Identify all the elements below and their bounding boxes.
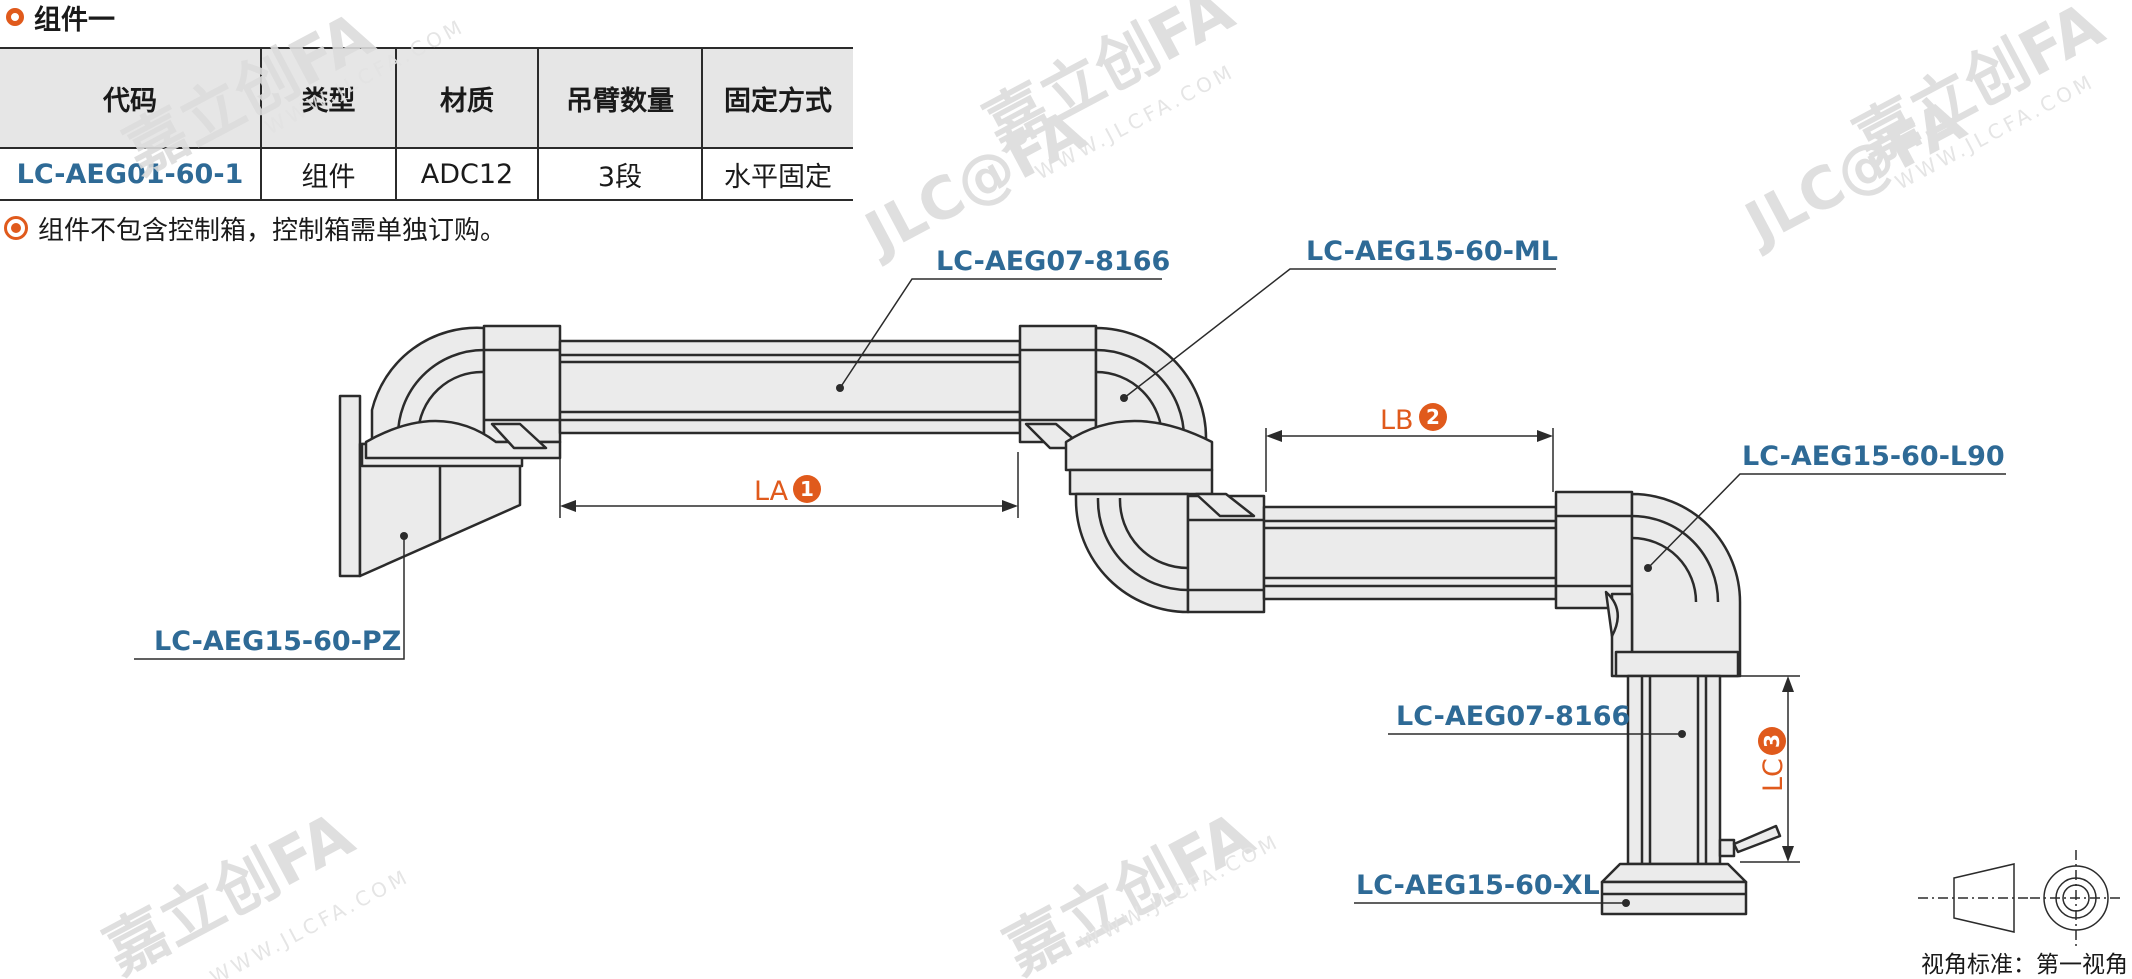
first-angle-projection-icon xyxy=(1918,850,2124,946)
callout-label-middle-elbow: LC-AEG15-60-ML xyxy=(1306,236,1558,267)
dimension-la-label: LA xyxy=(754,476,789,507)
vertical-tube xyxy=(1626,674,1722,866)
upper-arm-tube xyxy=(558,339,1022,435)
leader-line xyxy=(1123,268,1556,399)
dimension-lb-badge-number: 2 xyxy=(1426,405,1440,429)
callout-label-l90-elbow: LC-AEG15-60-L90 xyxy=(1742,441,2005,472)
dimension-lc-label: LC xyxy=(1758,758,1789,792)
cell-type: 组件 xyxy=(260,148,396,201)
cell-mounting: 水平固定 xyxy=(701,148,853,201)
watermark-brand: 嘉立创FA xyxy=(993,797,1265,979)
dimension-lb-label: LB xyxy=(1380,405,1414,436)
watermark-brand: 嘉立创FA xyxy=(93,797,365,979)
leader-dot xyxy=(1644,564,1652,572)
leader-line xyxy=(839,278,1162,389)
leader-dot xyxy=(1678,730,1686,738)
dimension-la-badge xyxy=(793,475,821,503)
dimension-lb: LB 2 xyxy=(1265,403,1554,492)
spec-table-header-row: 代码 类型 材质 吊臂数量 固定方式 xyxy=(0,47,853,149)
middle-elbow-joint xyxy=(1018,324,1214,496)
lock-lever xyxy=(1718,824,1782,858)
dimension-lc-badge-number: 3 xyxy=(1760,734,1784,748)
leader-dot xyxy=(1622,899,1630,907)
cell-code: LC-AEG01-60-1 xyxy=(0,148,261,201)
col-header-type: 类型 xyxy=(260,47,396,149)
dimension-lb-badge xyxy=(1419,403,1447,431)
cell-arm-count: 3段 xyxy=(537,148,702,201)
l90-elbow-joint xyxy=(1554,490,1742,678)
leader-dot xyxy=(836,384,844,392)
dimension-la-badge-number: 1 xyxy=(800,477,814,501)
col-header-material: 材质 xyxy=(395,47,538,149)
col-header-code: 代码 xyxy=(0,47,261,149)
dimension-la: LA 1 xyxy=(559,452,1019,518)
dot-bullet-icon xyxy=(4,216,28,240)
cell-material: ADC12 xyxy=(395,148,538,201)
lower-elbow-joint xyxy=(1074,492,1266,614)
note-text: 组件不包含控制箱，控制箱需单独订购。 xyxy=(38,215,507,246)
col-header-mounting: 固定方式 xyxy=(701,47,853,149)
col-header-arm-count: 吊臂数量 xyxy=(537,47,702,149)
dimension-lc: LC 3 xyxy=(1722,675,1800,863)
spec-table: 代码 类型 材质 吊臂数量 固定方式 LC-AEG01-60-1 组件 ADC1… xyxy=(0,47,853,201)
leader-line xyxy=(1647,473,2006,569)
callout-label-vertical-tube: LC-AEG07-8166 xyxy=(1396,701,1630,732)
left-elbow-joint xyxy=(364,324,562,460)
table-row: LC-AEG01-60-1 组件 ADC12 3段 水平固定 xyxy=(0,148,853,201)
callout-label-upper-tube: LC-AEG07-8166 xyxy=(936,246,1170,277)
watermark-logo: JLC@FA xyxy=(851,96,1096,269)
dimension-lc-badge xyxy=(1758,727,1786,755)
callout-label-hood: LC-AEG15-60-XL xyxy=(1356,870,1600,901)
leader-dot xyxy=(1120,394,1128,402)
view-standard-label: 视角标准：第一视角 xyxy=(1921,952,2128,978)
suction-hood xyxy=(1600,862,1748,916)
second-arm-tube xyxy=(1262,505,1558,601)
ring-bullet-icon xyxy=(6,8,24,26)
section-title-text: 组件一 xyxy=(34,4,115,36)
callout-label-wall-mount: LC-AEG15-60-PZ xyxy=(154,626,401,657)
leader-line xyxy=(134,536,405,660)
section-title: 组件一 xyxy=(6,0,115,36)
note: 组件不包含控制箱，控制箱需单独订购。 xyxy=(4,208,506,248)
leader-dot xyxy=(400,532,408,540)
